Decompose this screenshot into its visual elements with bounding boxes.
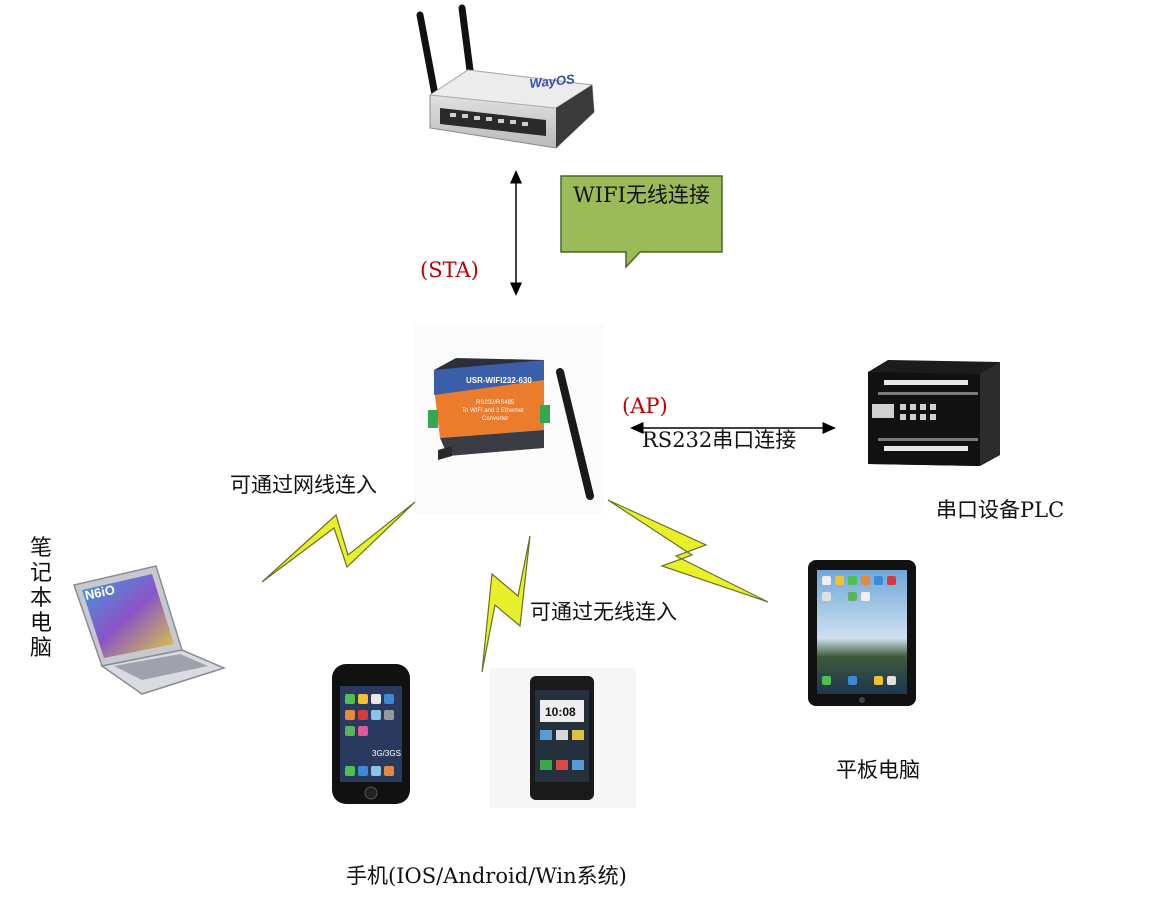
phone-network-text: 3G/3GS <box>372 749 401 758</box>
laptop-label: 笔记本电脑 <box>29 536 52 661</box>
sta-label: (STA) <box>420 258 479 282</box>
plc-device-icon <box>868 360 1000 466</box>
iphone-icon: 3G/3GS <box>332 664 410 804</box>
device-desc-line2: To WIFI and 2 Ethernet <box>462 408 524 414</box>
wifi-converter-device-icon: USR-WIFI232-630 RS232/RS485 To WIFI and … <box>414 324 604 514</box>
tablet-label: 平板电脑 <box>836 758 920 782</box>
phones-label: 手机(IOS/Android/Win系统) <box>346 864 627 888</box>
wifi-callout-box <box>560 175 723 269</box>
rs232-label: RS232串口连接 <box>642 428 797 452</box>
wired-connection-label: 可通过网线连入 <box>230 473 377 497</box>
tablet-icon <box>808 560 916 706</box>
device-desc-line3: Converter <box>482 416 508 422</box>
router-icon: WayOS <box>416 4 595 149</box>
phone-clock-text: 10:08 <box>545 705 576 719</box>
device-model-text: USR-WIFI232-630 <box>466 376 532 385</box>
plc-label: 串口设备PLC <box>936 498 1065 522</box>
laptop-logo-text: N6iO <box>84 582 117 603</box>
wireless-connection-label: 可通过无线连入 <box>530 600 677 624</box>
router-brand-text: WayOS <box>529 71 576 91</box>
lightning-wireless-phone <box>481 535 531 673</box>
device-desc-line1: RS232/RS485 <box>476 400 515 406</box>
lightning-wired-laptop <box>261 501 416 583</box>
lightning-wireless-tablet <box>607 499 769 603</box>
laptop-icon: N6iO <box>73 565 227 695</box>
android-phone-icon: 10:08 <box>490 668 636 808</box>
wifi-callout-text: WIFI无线连接 <box>573 183 710 207</box>
ap-label: (AP) <box>622 394 668 418</box>
